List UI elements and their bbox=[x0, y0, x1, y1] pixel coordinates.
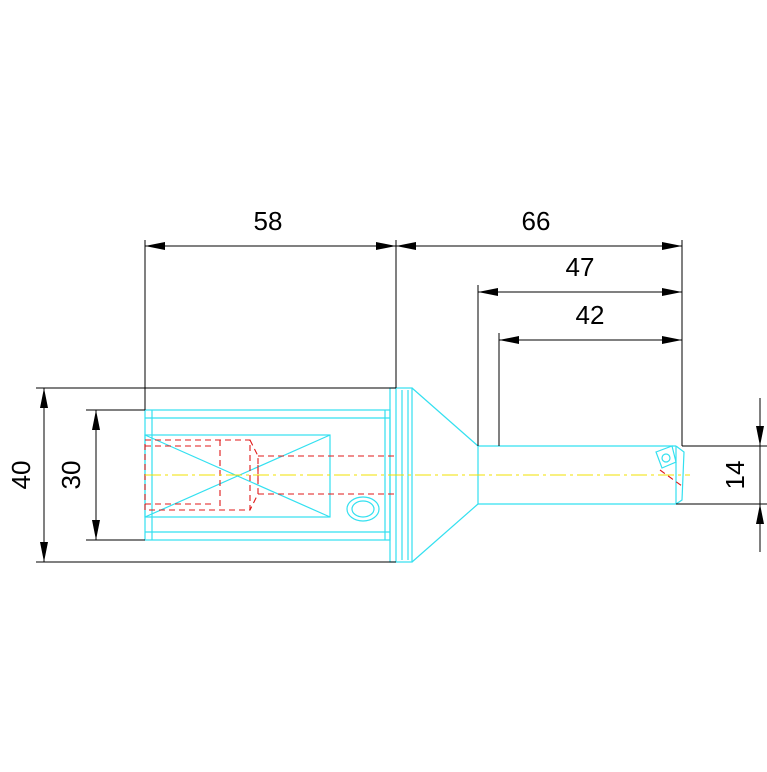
hidden-features bbox=[144, 439, 683, 511]
cutting-insert bbox=[655, 445, 677, 469]
dim-label-47: 47 bbox=[566, 252, 595, 282]
dim-label-42: 42 bbox=[576, 300, 605, 330]
dimensions bbox=[36, 240, 767, 563]
taper-bottom bbox=[411, 503, 479, 563]
coolant-hole bbox=[346, 496, 380, 522]
dim-label-58: 58 bbox=[254, 206, 283, 236]
dim-label-66: 66 bbox=[522, 206, 551, 236]
tool-body bbox=[144, 387, 685, 563]
dim-label-30: 30 bbox=[56, 461, 86, 490]
dim-label-40: 40 bbox=[6, 461, 36, 490]
dim-label-14: 14 bbox=[720, 461, 750, 490]
dimension-labels: 58 66 47 42 40 30 14 bbox=[6, 206, 750, 489]
taper-top bbox=[411, 387, 479, 447]
